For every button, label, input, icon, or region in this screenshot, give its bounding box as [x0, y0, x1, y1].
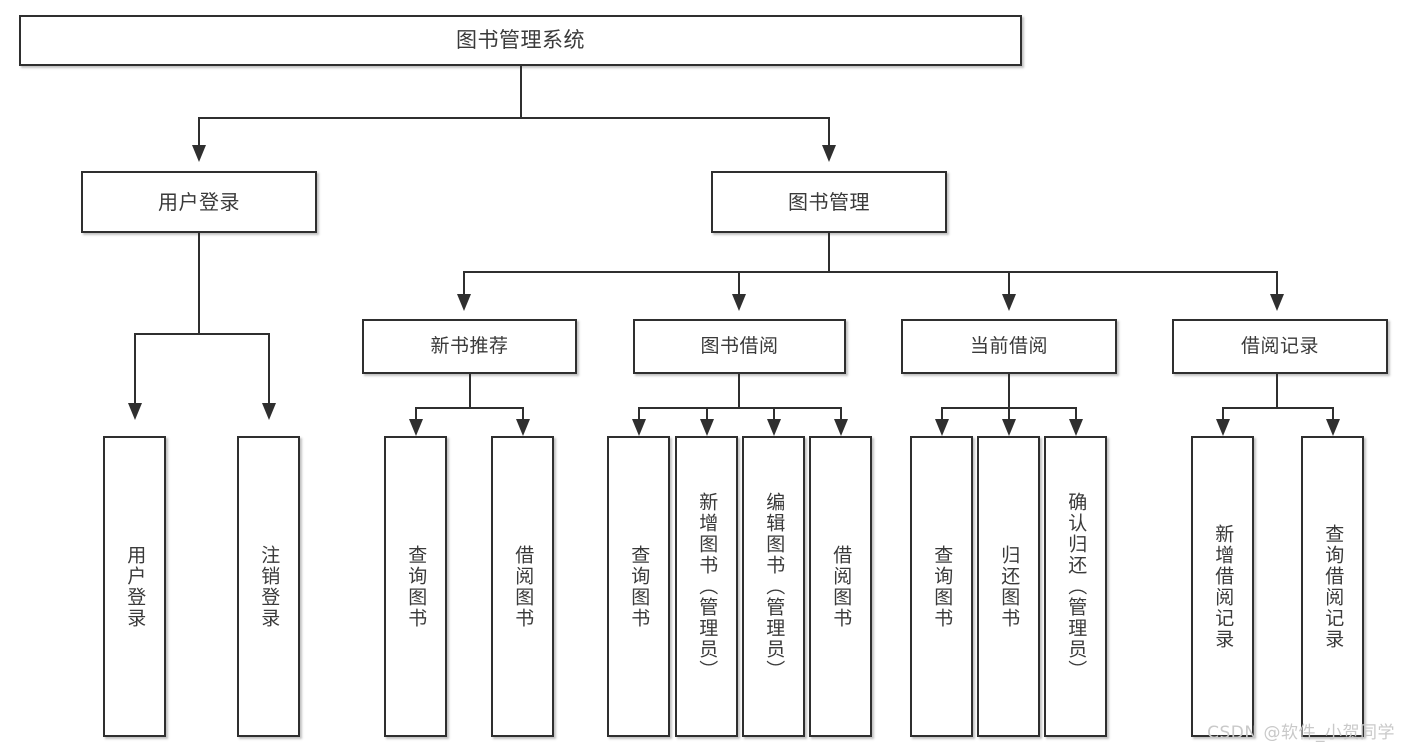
- node-label: 图书借阅: [700, 334, 779, 357]
- arrow-to-book-management: [822, 145, 836, 162]
- node-label: 新书推荐: [430, 334, 509, 357]
- node-book-management[interactable]: 图书管理: [711, 171, 947, 233]
- node-label: 归还图书: [998, 544, 1021, 629]
- arrow-to-book-borrow: [732, 294, 746, 311]
- node-label: 查询图书: [628, 544, 651, 629]
- node-label: 用户登录: [124, 544, 147, 629]
- connector-book-borrow-bus: [638, 407, 842, 409]
- connector-book-borrow-drop-4: [840, 407, 842, 419]
- connector-user-login-drop-1: [134, 333, 136, 403]
- connector-root-stem: [520, 66, 522, 118]
- arrow-to-leaf-borrow-book-1: [516, 419, 530, 436]
- connector-borrow-record-drop-1: [1222, 407, 1224, 419]
- node-borrow-record[interactable]: 借阅记录: [1172, 319, 1388, 374]
- connector-new-book-stem: [469, 374, 471, 408]
- node-root-book-management-system[interactable]: 图书管理系统: [19, 15, 1022, 66]
- connector-book-borrow-drop-2: [706, 407, 708, 419]
- connector-borrow-record-bus: [1222, 407, 1334, 409]
- connector-borrow-record-drop-2: [1332, 407, 1334, 419]
- arrow-to-leaf-edit-book: [767, 419, 781, 436]
- leaf-query-book-current[interactable]: 查询图书: [910, 436, 973, 737]
- connector-lvl3-drop-3: [1008, 271, 1010, 294]
- arrow-to-borrow-record: [1270, 294, 1284, 311]
- node-book-borrow[interactable]: 图书借阅: [633, 319, 846, 374]
- leaf-borrow-book-recommend[interactable]: 借阅图书: [491, 436, 554, 737]
- connector-user-login-drop-2: [268, 333, 270, 403]
- connector-book-management-stem: [828, 233, 830, 272]
- arrow-to-leaf-query-borrow-record: [1326, 419, 1340, 436]
- node-label: 查询图书: [931, 544, 954, 629]
- node-label: 图书管理系统: [456, 27, 585, 52]
- connector-root-drop-left: [198, 117, 200, 145]
- arrow-to-current-borrow: [1002, 294, 1016, 311]
- node-user-login[interactable]: 用户登录: [81, 171, 317, 233]
- arrow-to-leaf-logout: [262, 403, 276, 420]
- arrow-to-leaf-add-borrow-record: [1216, 419, 1230, 436]
- leaf-edit-book-admin[interactable]: 编辑图书（管理员）: [742, 436, 805, 737]
- connector-book-management-bus: [463, 271, 1278, 273]
- arrow-to-user-login: [192, 145, 206, 162]
- connector-current-borrow-drop-1: [941, 407, 943, 419]
- leaf-borrow-book[interactable]: 借阅图书: [809, 436, 872, 737]
- arrow-to-leaf-add-book: [700, 419, 714, 436]
- leaf-add-borrow-record[interactable]: 新增借阅记录: [1191, 436, 1254, 737]
- connector-current-borrow-drop-3: [1075, 407, 1077, 419]
- leaf-query-book-borrow[interactable]: 查询图书: [607, 436, 670, 737]
- arrow-to-leaf-confirm-return: [1069, 419, 1083, 436]
- connector-new-book-drop-2: [522, 407, 524, 419]
- leaf-return-book[interactable]: 归还图书: [977, 436, 1040, 737]
- arrow-to-leaf-query-book-3: [935, 419, 949, 436]
- connector-lvl3-drop-2: [738, 271, 740, 294]
- connector-book-borrow-drop-3: [773, 407, 775, 419]
- connector-lvl3-drop-1: [463, 271, 465, 294]
- connector-current-borrow-stem: [1008, 374, 1010, 408]
- arrow-to-leaf-borrow-book-2: [834, 419, 848, 436]
- arrow-to-leaf-user-login: [128, 403, 142, 420]
- leaf-add-book-admin[interactable]: 新增图书（管理员）: [675, 436, 738, 737]
- leaf-query-borrow-record[interactable]: 查询借阅记录: [1301, 436, 1364, 737]
- node-label: 新增借阅记录: [1212, 523, 1235, 650]
- node-label: 借阅图书: [830, 544, 853, 629]
- node-label: 查询图书: [405, 544, 428, 629]
- leaf-query-book-recommend[interactable]: 查询图书: [384, 436, 447, 737]
- connector-new-book-bus: [415, 407, 524, 409]
- node-new-book-recommend[interactable]: 新书推荐: [362, 319, 577, 374]
- arrow-to-new-book-recommend: [457, 294, 471, 311]
- arrow-to-leaf-query-book-2: [632, 419, 646, 436]
- connector-user-login-bus: [134, 333, 270, 335]
- node-label: 借阅记录: [1240, 334, 1319, 357]
- node-label: 图书管理: [788, 189, 870, 214]
- leaf-user-login[interactable]: 用户登录: [103, 436, 166, 737]
- node-label: 确认归还（管理员）: [1065, 492, 1088, 681]
- node-current-borrow[interactable]: 当前借阅: [901, 319, 1117, 374]
- connector-borrow-record-stem: [1276, 374, 1278, 408]
- connector-lvl3-drop-4: [1276, 271, 1278, 294]
- node-label: 新增图书（管理员）: [696, 492, 719, 681]
- connector-root-bus: [198, 117, 829, 119]
- leaf-logout[interactable]: 注销登录: [237, 436, 300, 737]
- node-label: 编辑图书（管理员）: [763, 492, 786, 681]
- node-label: 借阅图书: [512, 544, 535, 629]
- node-label: 用户登录: [158, 189, 240, 214]
- connector-book-borrow-drop-1: [638, 407, 640, 419]
- connector-new-book-drop-1: [415, 407, 417, 419]
- leaf-confirm-return-admin[interactable]: 确认归还（管理员）: [1044, 436, 1107, 737]
- connector-user-login-stem: [198, 233, 200, 334]
- arrow-to-leaf-query-book-1: [409, 419, 423, 436]
- arrow-to-leaf-return-book: [1002, 419, 1016, 436]
- node-label: 查询借阅记录: [1322, 523, 1345, 650]
- node-label: 注销登录: [258, 544, 281, 629]
- node-label: 当前借阅: [969, 334, 1048, 357]
- connector-current-borrow-drop-2: [1008, 407, 1010, 419]
- connector-book-borrow-stem: [738, 374, 740, 408]
- connector-root-drop-right: [828, 117, 830, 145]
